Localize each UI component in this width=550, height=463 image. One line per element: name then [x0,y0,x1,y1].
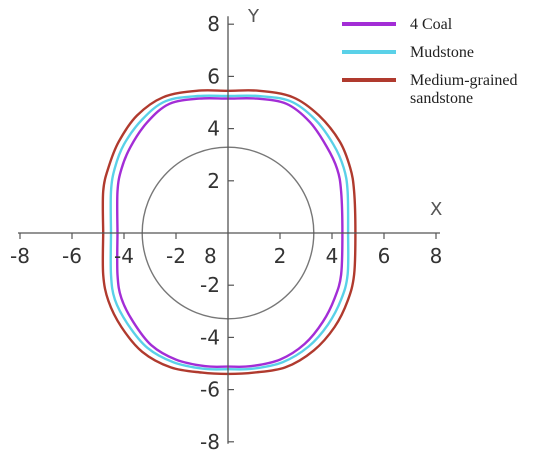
y-tick-label: -4 [200,325,220,349]
legend-entry: Mudstone [342,44,474,61]
legend-entry: 4 Coal [342,16,453,33]
x-tick-label: -6 [62,244,82,268]
x-tick-label: -4 [114,244,134,268]
origin-label: 8 [204,244,217,268]
y-tick-label: 4 [207,117,220,141]
tick-layer: -8 -6 -4 -2 2 4 6 8 -8 -6 -4 -2 2 4 6 8 [10,12,442,454]
x-tick-label: 6 [378,244,391,268]
x-tick-label: -8 [10,244,30,268]
legend-label: sandstone [410,90,473,107]
series-layer [101,89,357,376]
y-axis-label: Y [247,6,260,27]
y-tick-label: 6 [207,64,220,88]
axes-layer: -8 -6 -4 -2 2 4 6 8 -8 -6 -4 -2 2 4 6 8 X Y 8 [10,6,442,454]
y-tick-label: 8 [207,12,220,36]
x-tick-label: 4 [326,244,339,268]
x-axis-label: X [430,199,442,220]
x-tick-label: -2 [166,244,186,268]
legend-label: 4 Coal [410,16,453,33]
legend-label: Medium-grained [410,72,518,89]
legend-label: Mudstone [410,44,474,61]
y-tick-label: 2 [207,169,220,193]
y-tick-label: -6 [200,378,220,402]
x-tick-label: 2 [274,244,287,268]
y-tick-label: -2 [200,273,220,297]
x-tick-label: 8 [430,244,443,268]
y-tick-label: -8 [200,430,220,454]
